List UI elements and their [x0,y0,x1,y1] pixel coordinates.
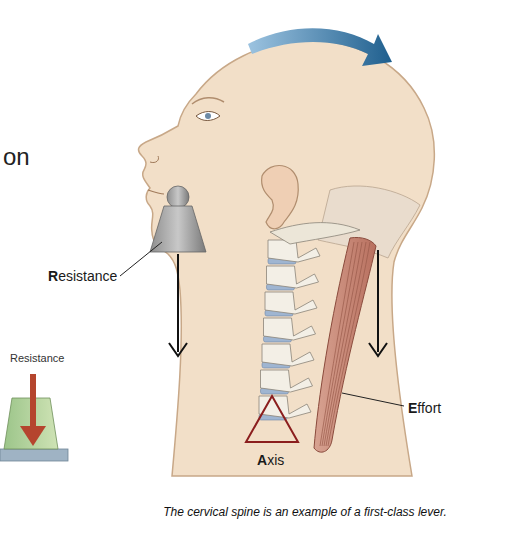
icon-arrowhead [20,426,46,446]
effort-arrow [377,250,379,352]
weight-knob [167,186,189,208]
skull-base [270,223,360,244]
vertebra [261,370,313,392]
icon-plate [0,449,68,461]
resistance-label: Resistance [48,268,117,284]
muscle-fiber [322,242,358,446]
axis-label: Axis [257,452,284,468]
vertebra [264,318,316,340]
nostril [150,156,159,163]
eye-iris [205,113,211,119]
rotation-arrow [248,28,392,66]
vertebra [262,344,314,366]
muscle-fiber [326,242,366,446]
muscle-fiber [328,242,370,446]
axis-triangle [246,396,298,442]
neck-muscle [314,237,376,452]
cut-off-title: on [3,143,30,171]
vertebra [265,292,317,314]
resistance-arrowhead [169,343,187,356]
mouth [148,190,164,194]
icon-arrow [30,374,36,430]
vertebra [267,266,319,288]
leader-line [120,242,162,276]
icon-label: Resistance [10,352,64,365]
leader-line [342,393,404,406]
figure-caption: The cervical spine is an example of a fi… [163,505,447,519]
head-outline [139,40,435,476]
effort-arrowhead [369,343,387,356]
resistance-arrow [177,254,179,352]
eyebrow [192,98,224,104]
eye [196,112,220,121]
ear [262,166,299,229]
effort-label: Effort [408,400,441,416]
muscle-fiber [324,242,362,446]
